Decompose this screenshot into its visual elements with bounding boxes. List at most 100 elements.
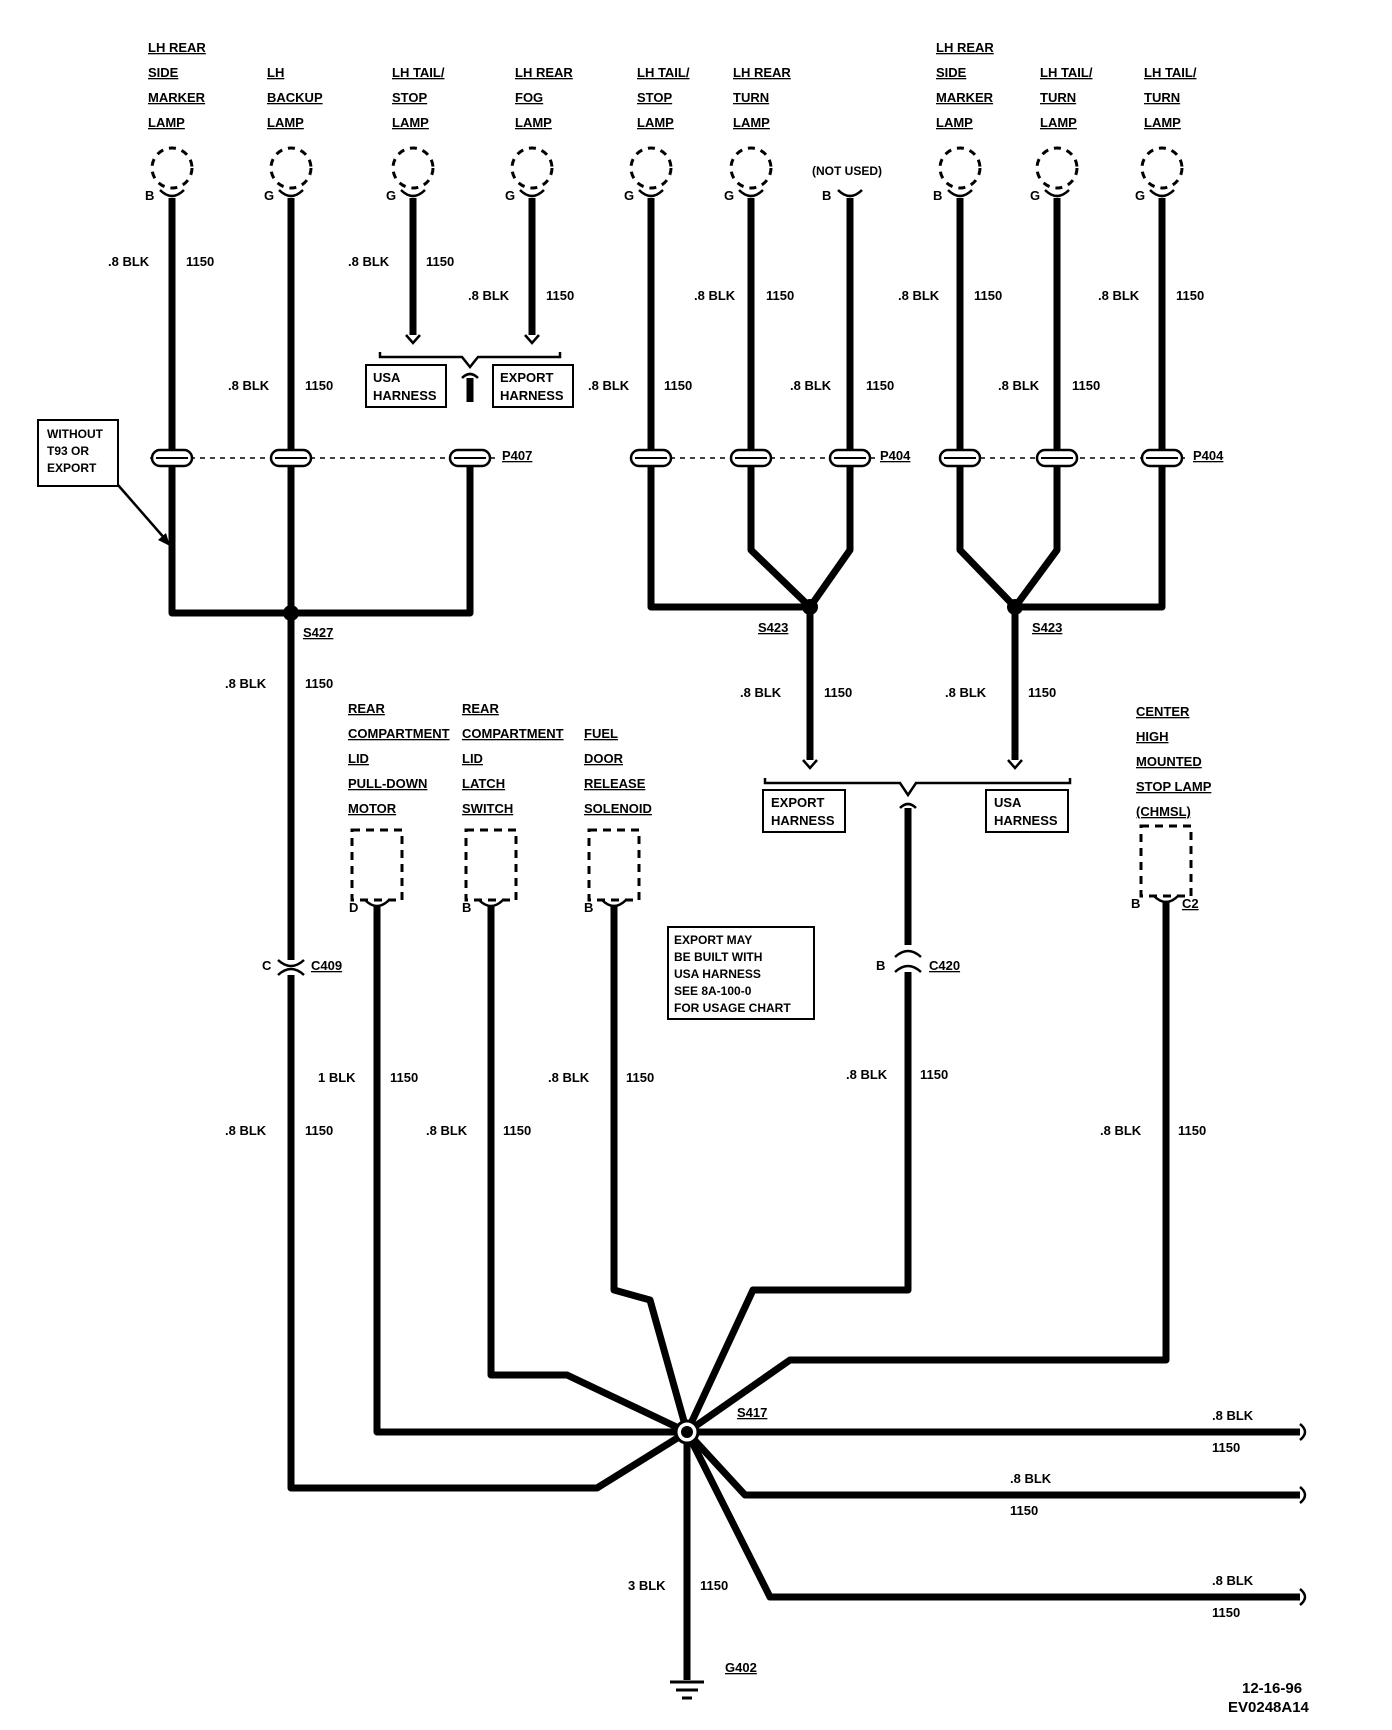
svg-text:G402: G402 [725, 1660, 757, 1675]
svg-text:S423: S423 [758, 620, 788, 635]
wires-top [168, 198, 1166, 960]
svg-text:1150: 1150 [920, 1067, 948, 1082]
svg-text:STOP LAMP: STOP LAMP [1136, 779, 1212, 794]
svg-text:(CHMSL): (CHMSL) [1136, 804, 1191, 819]
lamp-bulb-icon [269, 146, 313, 198]
svg-text:1150: 1150 [546, 288, 574, 303]
splice-s427: S427 [283, 605, 333, 640]
svg-text:S423: S423 [1032, 620, 1062, 635]
inline-connector-icon [1035, 448, 1079, 468]
svg-text:LH: LH [267, 65, 284, 80]
svg-text:MARKER: MARKER [936, 90, 994, 105]
svg-text:B: B [822, 188, 831, 203]
svg-text:1150: 1150 [390, 1070, 418, 1085]
svg-text:.8 BLK: .8 BLK [846, 1067, 888, 1082]
lamp-bulb-icon [391, 146, 435, 198]
harness-bracket-top [378, 352, 562, 402]
svg-text:LAMP: LAMP [1144, 115, 1181, 130]
svg-text:1150: 1150 [1176, 288, 1204, 303]
svg-text:1150: 1150 [503, 1123, 531, 1138]
svg-text:G: G [1135, 188, 1145, 203]
svg-text:B: B [876, 958, 885, 973]
lamp-bulb-icon [629, 146, 673, 198]
svg-text:LAMP: LAMP [637, 115, 674, 130]
svg-text:HARNESS: HARNESS [994, 813, 1058, 828]
splice-s423: S423 [1007, 599, 1062, 635]
svg-text:LATCH: LATCH [462, 776, 505, 791]
svg-text:SIDE: SIDE [936, 65, 967, 80]
wires-lower [287, 902, 1300, 1680]
svg-text:LAMP: LAMP [515, 115, 552, 130]
svg-text:HARNESS: HARNESS [500, 388, 564, 403]
inline-connector-icon [448, 448, 492, 468]
svg-text:.8 BLK: .8 BLK [548, 1070, 590, 1085]
connector-label-p404: P404 [880, 448, 911, 463]
inline-connector-icon [629, 448, 673, 468]
svg-text:B: B [1131, 896, 1140, 911]
svg-text:SWITCH: SWITCH [462, 801, 513, 816]
splice-s417: S417 [674, 1405, 767, 1445]
svg-text:SIDE: SIDE [148, 65, 179, 80]
svg-text:SOLENOID: SOLENOID [584, 801, 652, 816]
label-lh-tail-stop-lamp-export: LH TAIL/ STOP LAMP [637, 65, 690, 130]
svg-text:SEE 8A-100-0: SEE 8A-100-0 [674, 984, 752, 998]
svg-text:MOUNTED: MOUNTED [1136, 754, 1202, 769]
svg-text:1150: 1150 [1212, 1440, 1240, 1455]
svg-text:HIGH: HIGH [1136, 729, 1169, 744]
svg-text:LH REAR: LH REAR [936, 40, 994, 55]
svg-text:LH TAIL/: LH TAIL/ [1144, 65, 1197, 80]
svg-text:LAMP: LAMP [733, 115, 770, 130]
svg-text:BACKUP: BACKUP [267, 90, 323, 105]
svg-text:MOTOR: MOTOR [348, 801, 397, 816]
svg-text:PULL-DOWN: PULL-DOWN [348, 776, 427, 791]
svg-text:.8 BLK: .8 BLK [740, 685, 782, 700]
svg-text:.8 BLK: .8 BLK [588, 378, 630, 393]
svg-text:.8 BLK: .8 BLK [108, 254, 150, 269]
svg-text:FOR USAGE CHART: FOR USAGE CHART [674, 1001, 791, 1015]
svg-text:FOG: FOG [515, 90, 543, 105]
svg-text:LH REAR: LH REAR [148, 40, 206, 55]
svg-text:1150: 1150 [1010, 1503, 1038, 1518]
svg-text:RELEASE: RELEASE [584, 776, 646, 791]
svg-text:1150: 1150 [626, 1070, 654, 1085]
svg-text:1 BLK: 1 BLK [318, 1070, 356, 1085]
label-lh-rear-fog-lamp: LH REAR FOG LAMP [515, 65, 573, 130]
svg-text:1150: 1150 [866, 378, 894, 393]
label-not-used: (NOT USED) [812, 164, 882, 178]
svg-text:TURN: TURN [1144, 90, 1180, 105]
svg-text:S417: S417 [737, 1405, 767, 1420]
lamp-bulb-icon [150, 146, 194, 198]
lower-wire-labels: 1 BLK 1150 .8 BLK 1150 .8 BLK 1150 .8 BLK 11… [225, 1067, 1254, 1620]
svg-text:BE BUILT WITH: BE BUILT WITH [674, 950, 762, 964]
label-lh-tail-turn-lamp-1: LH TAIL/ TURN LAMP [1040, 65, 1093, 130]
connector-label-p404: P404 [1193, 448, 1224, 463]
svg-text:STOP: STOP [637, 90, 672, 105]
svg-text:CENTER: CENTER [1136, 704, 1190, 719]
connector-c409: C C409 [262, 958, 342, 976]
harness-bracket-bottom [763, 778, 1072, 945]
svg-text:LAMP: LAMP [148, 115, 185, 130]
svg-text:EXPORT MAY: EXPORT MAY [674, 933, 752, 947]
svg-text:1150: 1150 [186, 254, 214, 269]
svg-text:1150: 1150 [1212, 1605, 1240, 1620]
inline-connector-icon [729, 448, 773, 468]
svg-text:1150: 1150 [1178, 1123, 1206, 1138]
svg-text:WITHOUT: WITHOUT [47, 427, 104, 441]
label-rear-compartment-lid-latch-switch: REAR COMPARTMENT LID LATCH SWITCH [462, 701, 564, 816]
svg-text:TURN: TURN [1040, 90, 1076, 105]
svg-text:.8 BLK: .8 BLK [1212, 1573, 1254, 1588]
svg-text:STOP: STOP [392, 90, 427, 105]
connector-label-p407: P407 [502, 448, 532, 463]
svg-text:.8 BLK: .8 BLK [426, 1123, 468, 1138]
svg-text:G: G [724, 188, 734, 203]
svg-text:1150: 1150 [426, 254, 454, 269]
inline-connector-icon [1140, 448, 1184, 468]
svg-text:1150: 1150 [305, 1123, 333, 1138]
svg-text:LID: LID [348, 751, 369, 766]
svg-text:LAMP: LAMP [1040, 115, 1077, 130]
svg-text:G: G [386, 188, 396, 203]
svg-text:G: G [505, 188, 515, 203]
label-fuel-door-release-solenoid: FUEL DOOR RELEASE SOLENOID [584, 726, 652, 816]
inline-connector-icon [828, 448, 872, 468]
lamp-bulb-icon [729, 146, 773, 198]
